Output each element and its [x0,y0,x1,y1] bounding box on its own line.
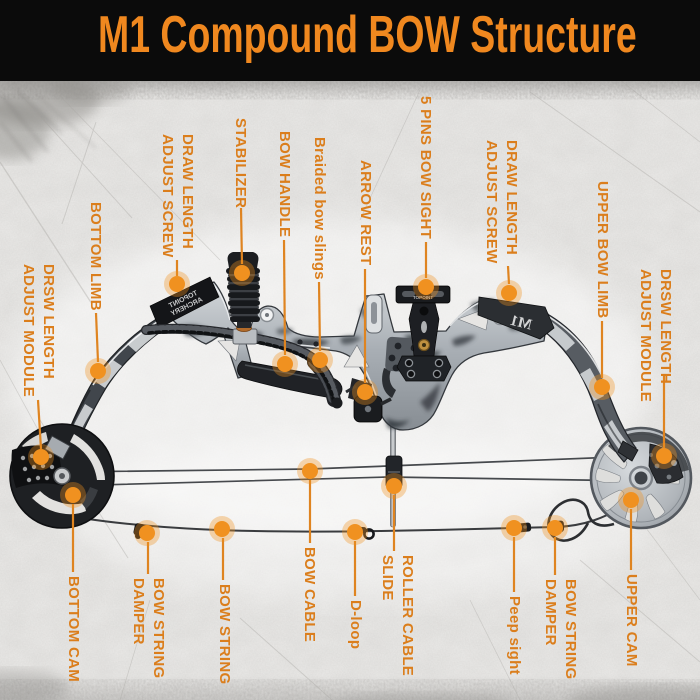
upper-cam-wheel [589,426,693,530]
bow-sight: TOPOINT [395,285,452,382]
string-loop [547,498,615,542]
limb-pocket-right: M1 [477,296,555,340]
dot-stabilizer [229,260,255,286]
bow-grip [237,360,343,400]
bow-string-line [47,501,631,533]
dot-bsd-right [542,515,568,541]
label-upper-bow-limb: UPPER BOW LIMB [594,181,611,319]
leader-braided [317,281,322,352]
dot-dlas-right [496,280,522,306]
dot-arrow-rest [352,379,378,405]
dot-braided [307,347,333,373]
dot-upper-cam [618,487,644,513]
dot-upper-bow-limb [589,374,615,400]
label-bow-cable: BOW CABLE [301,547,318,643]
label-five-pins-bow-sight: 5 PINS BOW SIGHT [417,96,434,240]
strings-cables [47,455,647,542]
page-title: M1 Compound BOW Structure [97,6,637,64]
leader-dlas-right [506,265,511,285]
label-bottom-cam: BOTTOM CAM [65,576,82,683]
label-bottom-limb: BOTTOM LIMB [87,202,104,311]
label-d-loop: D-loop [347,600,364,650]
slide-hook [382,368,396,398]
label-stabilizer: STABILIZER [232,118,249,209]
dot-bow-string [209,516,235,542]
dot-bottom-cam [60,482,86,508]
label-upper-cam: UPPER CAM [623,574,640,667]
title-banner: M1 Compound BOW Structure [0,0,700,81]
dot-dlam-right [651,443,677,469]
label-peep-sight: Peep sight [506,596,523,675]
leader-dlam-left [36,399,43,450]
label-braided-bow-slings: Braided bow slings [311,137,328,280]
leader-bottom-limb [94,312,100,363]
braided-sling [141,323,343,409]
label-bow-handle: BOW HANDLE [276,131,293,238]
dot-bottom-limb [85,358,111,384]
dot-rcs [381,473,407,499]
dot-sight [413,274,439,300]
sight-marking: TOPOINT [413,295,434,300]
leader-stabilizer [239,207,244,265]
label-arrow-rest: ARROW REST [357,160,374,266]
dot-peep [501,515,527,541]
dot-bow-handle [272,351,298,377]
dot-dlas-left [164,271,190,297]
dot-bsd-left [134,520,160,546]
dot-bow-cable [297,458,323,484]
callout-dots [28,260,677,546]
model-marking: M1 [509,313,534,334]
dot-dlam-left [28,444,54,470]
bottom-cam-wheel [9,423,115,529]
leader-bow-handle [282,239,287,356]
dot-d-loop [342,519,368,545]
bow-cable-upper [61,455,644,473]
label-bow-string: BOW STRING [216,584,233,685]
leader-lines [36,207,666,596]
